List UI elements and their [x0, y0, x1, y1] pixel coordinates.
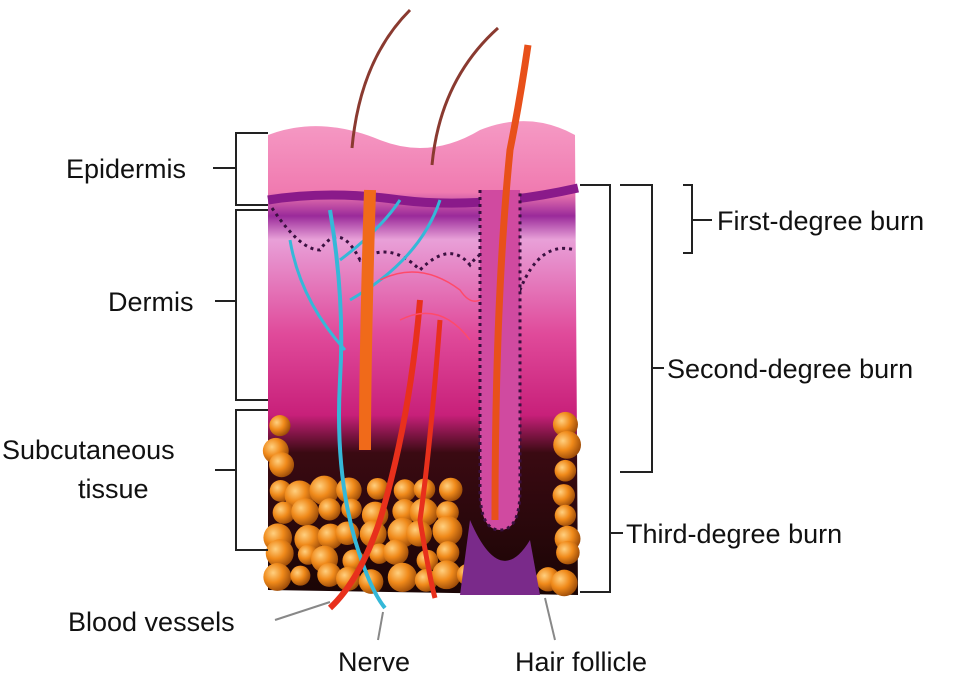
dermal-papillae: [270, 207, 576, 294]
fat-globule: [552, 411, 578, 437]
fat-globule: [269, 415, 291, 437]
label-dermis: Dermis: [108, 287, 194, 317]
subcutaneous-bracket: [215, 409, 268, 551]
label-hair-follicle: Hair follicle: [515, 647, 647, 677]
fat-globule: [309, 475, 339, 506]
second-degree-bracket: [620, 184, 664, 473]
fat-globule: [318, 498, 341, 521]
nerve-pointer: [377, 611, 384, 641]
hair: [430, 26, 500, 166]
fat-globule: [436, 541, 460, 564]
fat-globule: [383, 539, 409, 565]
fat-globules: [262, 411, 582, 597]
label-subcutaneous-line2: tissue: [78, 474, 149, 504]
fat-globule: [317, 562, 342, 587]
fat-globule: [550, 569, 578, 597]
fat-globule: [556, 540, 580, 565]
fat-globule: [294, 524, 323, 554]
fat-globule: [554, 504, 577, 527]
fat-globule: [392, 499, 417, 524]
fat-globule: [291, 498, 319, 526]
fat-globule: [290, 565, 311, 586]
fat-globule: [393, 479, 417, 502]
blood-vessel: [417, 319, 443, 599]
fat-globule: [432, 515, 463, 546]
fat-globule: [438, 477, 463, 502]
label-nerve: Nerve: [338, 647, 410, 677]
fat-globule: [553, 430, 582, 459]
fat-globule: [554, 459, 577, 482]
burn-brackets: [580, 184, 712, 593]
hair-shaft: [491, 44, 532, 521]
skin-block: [262, 8, 582, 611]
dermis-bracket: [215, 209, 268, 401]
fat-globule: [272, 501, 296, 524]
fat-globule: [409, 498, 439, 527]
fat-globule: [366, 477, 389, 500]
blood-vessels-pointer: [274, 601, 331, 621]
hair: [350, 8, 412, 149]
label-second-degree-burn: Second-degree burn: [667, 354, 913, 384]
label-third-degree-burn: Third-degree burn: [626, 519, 842, 549]
label-epidermis: Epidermis: [66, 154, 186, 184]
hair-follicle-pointer: [544, 597, 556, 641]
epidermis-bracket: [213, 132, 268, 206]
fat-globule: [265, 539, 294, 568]
fat-globule: [269, 452, 295, 478]
sweat-gland-duct: [359, 189, 376, 451]
basement-membrane: [267, 183, 579, 208]
label-first-degree-burn: First-degree burn: [717, 206, 924, 236]
label-blood-vessels: Blood vessels: [68, 607, 235, 637]
label-subcutaneous-line1: Subcutaneous: [2, 435, 175, 465]
first-degree-bracket: [683, 184, 712, 254]
layer-brackets: [213, 132, 268, 551]
follicle-base: [460, 520, 540, 595]
fat-globule: [552, 484, 575, 507]
fat-globule: [263, 563, 292, 591]
third-degree-bracket: [580, 184, 623, 593]
fat-globule: [432, 560, 461, 590]
blood-vessel: [327, 299, 423, 611]
nerve-fiber: [328, 209, 387, 610]
fat-globule: [387, 562, 418, 593]
